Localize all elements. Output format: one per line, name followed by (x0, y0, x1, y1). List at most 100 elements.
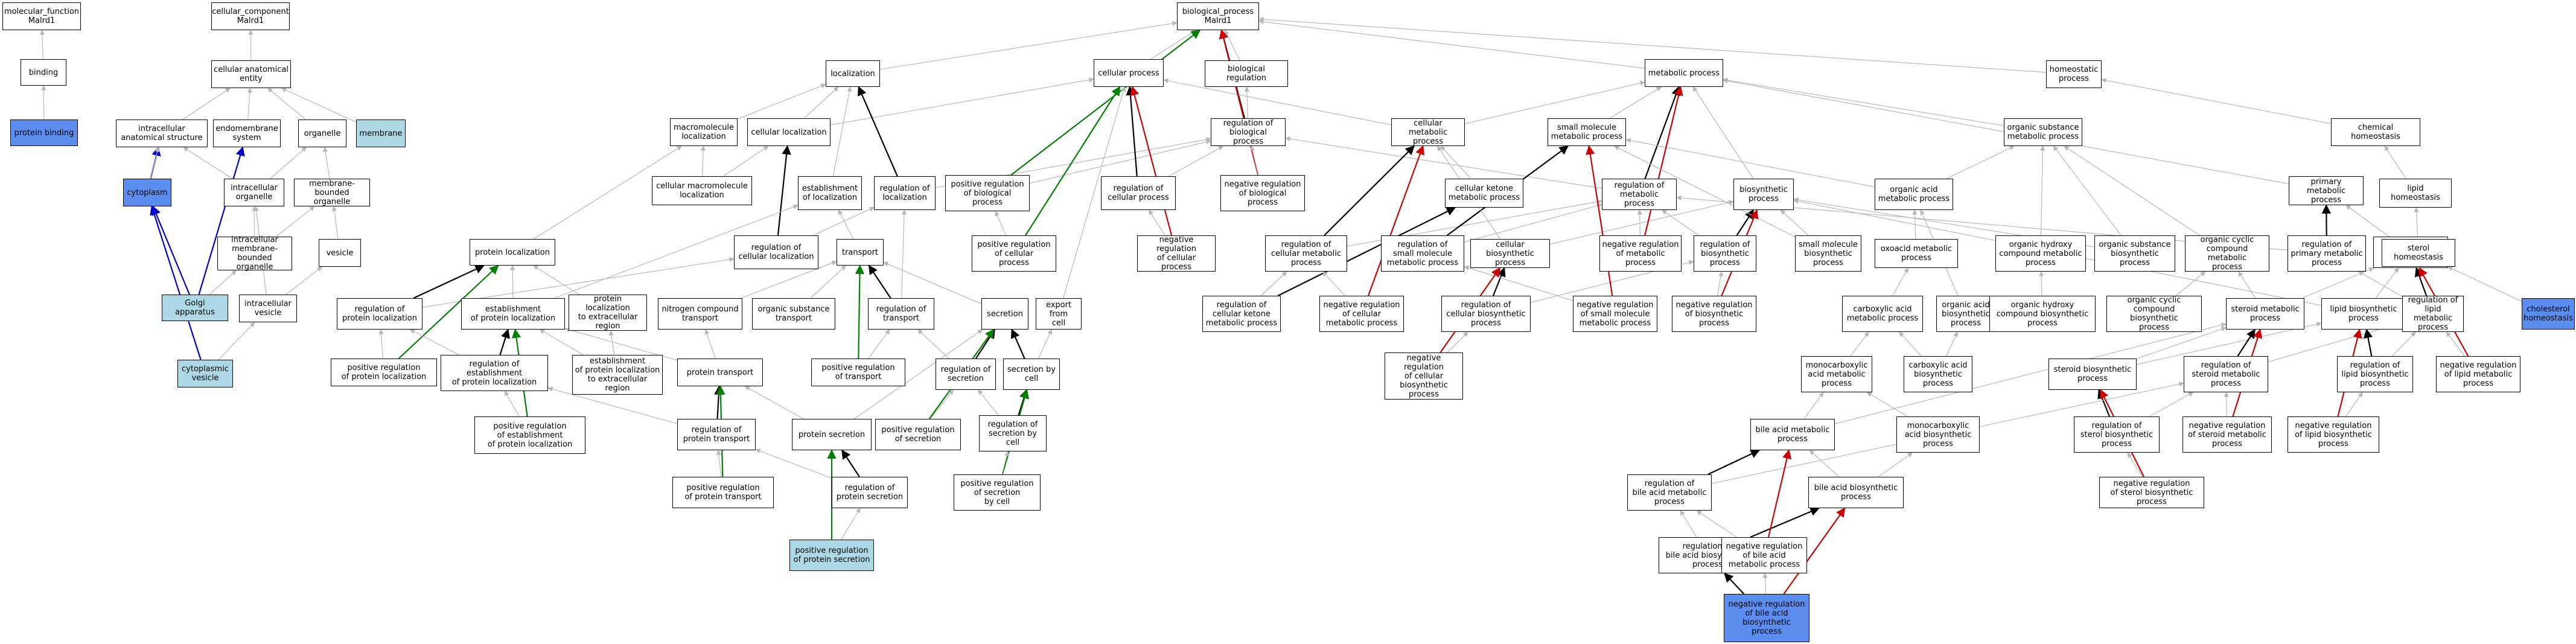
go-term-node[interactable]: regulation of protein secretion (832, 477, 908, 508)
go-term-node[interactable]: carboxylic acid metabolic process (1842, 296, 1923, 332)
go-term-node[interactable]: regulation of bile acid metabolic proces… (1627, 474, 1712, 511)
go-term-node[interactable]: positive regulation of secretion (875, 419, 961, 450)
go-term-node[interactable]: cellular metabolic process (1391, 118, 1465, 146)
go-term-node[interactable]: homeostatic process (2046, 60, 2102, 88)
go-term-node[interactable]: regulation of protein transport (677, 419, 756, 450)
go-term-node[interactable]: lipid biosynthetic process (2321, 298, 2406, 330)
go-term-node[interactable]: cellular_component Malrd1 (211, 2, 290, 30)
go-term-node[interactable]: small molecule metabolic process (1548, 118, 1626, 146)
go-term-node[interactable]: biological regulation (1205, 60, 1288, 87)
go-term-node[interactable]: carboxylic acid biosynthetic process (1904, 356, 1972, 392)
go-term-node[interactable]: cellular anatomical entity (211, 60, 291, 88)
go-term-node[interactable]: steroid biosynthetic process (2048, 359, 2137, 390)
go-term-node[interactable]: positive regulation of protein secretion (789, 540, 874, 571)
go-term-node[interactable]: Golgi apparatus (162, 295, 228, 321)
go-term-node[interactable]: establishment of protein localization to… (572, 355, 663, 395)
go-term-node[interactable]: organic cyclic compound metabolic proces… (2185, 235, 2269, 272)
go-term-node[interactable]: positive regulation of transport (811, 359, 905, 386)
go-term-node[interactable]: regulation of lipid metabolic process (2402, 296, 2464, 332)
go-term-node[interactable]: bile acid metabolic process (1750, 419, 1835, 450)
go-term-node[interactable]: positive regulation of establishment of … (474, 416, 585, 454)
go-term-node[interactable]: endomembrane system (213, 120, 281, 147)
go-term-node[interactable]: sterol homeostasis (2382, 239, 2455, 267)
go-term-node[interactable]: protein binding (10, 120, 78, 146)
go-term-node[interactable]: negative regulation of bile acid biosynt… (1724, 594, 1809, 642)
go-term-node[interactable]: negative regulation of bile acid metabol… (1721, 537, 1807, 573)
go-term-node[interactable]: negative regulation of biological proces… (1220, 175, 1305, 211)
go-term-node[interactable]: biological_process Malrd1 (1177, 2, 1259, 30)
go-term-node[interactable]: vesicle (319, 239, 361, 267)
go-term-node[interactable]: cellular localization (747, 118, 831, 146)
go-term-node[interactable]: molecular_function Malrd1 (2, 2, 81, 30)
go-term-node[interactable]: cellular process (1094, 59, 1164, 87)
go-term-node[interactable]: regulation of metabolic process (1602, 179, 1677, 210)
go-term-node[interactable]: membrane-bounded organelle (294, 179, 370, 206)
go-term-node[interactable]: negative regulation of lipid metabolic p… (2436, 356, 2520, 392)
go-term-node[interactable]: macromolecule localization (670, 118, 738, 146)
go-term-node[interactable]: positive regulation of protein transport (672, 477, 774, 508)
go-term-node[interactable]: regulation of localization (874, 176, 936, 210)
go-term-node[interactable]: regulation of cellular biosynthetic proc… (1441, 296, 1531, 332)
go-term-node[interactable]: intracellular vesicle (239, 295, 297, 322)
go-term-node[interactable]: intracellular anatomical structure (116, 120, 208, 147)
go-term-node[interactable]: regulation of protein localization (337, 298, 422, 330)
go-term-node[interactable]: negative regulation of small molecule me… (1573, 296, 1657, 332)
go-term-node[interactable]: regulation of transport (868, 298, 934, 330)
go-term-node[interactable]: regulation of establishment of protein l… (441, 355, 548, 391)
go-term-node[interactable]: localization (826, 60, 880, 87)
go-term-node[interactable]: biosynthetic process (1733, 179, 1794, 210)
go-term-node[interactable]: secretion by cell (1003, 359, 1060, 390)
go-term-node[interactable]: negative regulation of cellular biosynth… (1385, 352, 1463, 400)
go-term-node[interactable]: organic substance metabolic process (2004, 118, 2082, 146)
go-term-node[interactable]: regulation of small molecule metabolic p… (1381, 235, 1464, 272)
go-term-node[interactable]: regulation of secretion (936, 359, 996, 390)
go-term-node[interactable]: small molecule biosynthetic process (1795, 235, 1861, 272)
go-term-node[interactable]: cytoplasm (123, 179, 171, 206)
go-term-node[interactable]: organic substance biosynthetic process (2094, 235, 2175, 272)
go-term-node[interactable]: positive regulation of cellular process (972, 235, 1056, 272)
go-term-node[interactable]: positive regulation of protein localizat… (331, 359, 437, 386)
go-term-node[interactable]: organic cyclic compound biosynthetic pro… (2106, 296, 2202, 332)
go-term-node[interactable]: regulation of cellular metabolic process (1265, 235, 1347, 272)
go-term-node[interactable]: monocarboxylic acid biosynthetic process (1896, 416, 1980, 453)
go-term-node[interactable]: organic acid biosynthetic process (1936, 296, 1995, 332)
go-term-node[interactable]: protein localization to extracellular re… (569, 295, 647, 331)
go-term-node[interactable]: transport (837, 239, 884, 266)
go-term-node[interactable]: nitrogen compound transport (658, 298, 742, 330)
go-term-node[interactable]: organic substance transport (752, 298, 835, 330)
go-term-node[interactable]: regulation of cellular process (1101, 176, 1176, 210)
go-term-node[interactable]: regulation of secretion by cell (979, 415, 1047, 451)
go-term-node[interactable]: organelle (298, 120, 346, 147)
go-term-node[interactable]: protein secretion (792, 419, 872, 450)
go-term-node[interactable]: cytoplasmic vesicle (177, 360, 233, 387)
go-term-node[interactable]: regulation of cellular localization (734, 235, 818, 269)
go-term-node[interactable]: protein localization (470, 239, 555, 266)
go-term-node[interactable]: organic hydroxy compound biosynthetic pr… (1989, 296, 2096, 332)
go-term-node[interactable]: primary metabolic process (2289, 176, 2364, 205)
go-term-node[interactable]: positive regulation of secretion by cell (954, 474, 1041, 511)
go-term-node[interactable]: bile acid biosynthetic process (1808, 477, 1904, 508)
go-term-node[interactable]: lipid homeostasis (2379, 179, 2452, 208)
go-term-node[interactable]: negative regulation of steroid metabolic… (2182, 416, 2272, 453)
go-term-node[interactable]: positive regulation of biological proces… (945, 175, 1030, 211)
go-term-node[interactable]: cholesterol homeostasis (2522, 298, 2575, 330)
go-term-node[interactable]: regulation of biological process (1211, 118, 1286, 146)
go-term-node[interactable]: negative regulation of cellular metaboli… (1319, 296, 1404, 332)
go-term-node[interactable]: regulation of cellular ketone metabolic … (1202, 296, 1281, 332)
go-term-node[interactable]: regulation of steroid metabolic process (2184, 356, 2268, 392)
go-term-node[interactable]: regulation of biosynthetic process (1694, 235, 1756, 272)
go-term-node[interactable]: negative regulation of cellular process (1137, 235, 1216, 272)
go-term-node[interactable]: protein transport (677, 359, 763, 386)
go-term-node[interactable]: regulation of primary metabolic process (2287, 235, 2366, 272)
go-term-node[interactable]: export from cell (1036, 298, 1082, 330)
go-term-node[interactable]: regulation of lipid biosynthetic process (2337, 356, 2413, 392)
go-term-node[interactable]: cellular macromolecule localization (652, 176, 752, 205)
go-term-node[interactable]: negative regulation of lipid biosyntheti… (2287, 416, 2379, 453)
go-term-node[interactable]: chemical homeostasis (2331, 118, 2420, 146)
go-term-node[interactable]: steroid metabolic process (2226, 298, 2304, 330)
go-term-node[interactable]: cellular ketone metabolic process (1445, 179, 1523, 208)
go-term-node[interactable]: intracellular membrane-bounded organelle (217, 235, 292, 272)
go-term-node[interactable]: intracellular organelle (224, 179, 284, 206)
go-term-node[interactable]: establishment of protein localization (461, 298, 565, 330)
go-term-node[interactable]: monocarboxylic acid metabolic process (1801, 356, 1872, 392)
